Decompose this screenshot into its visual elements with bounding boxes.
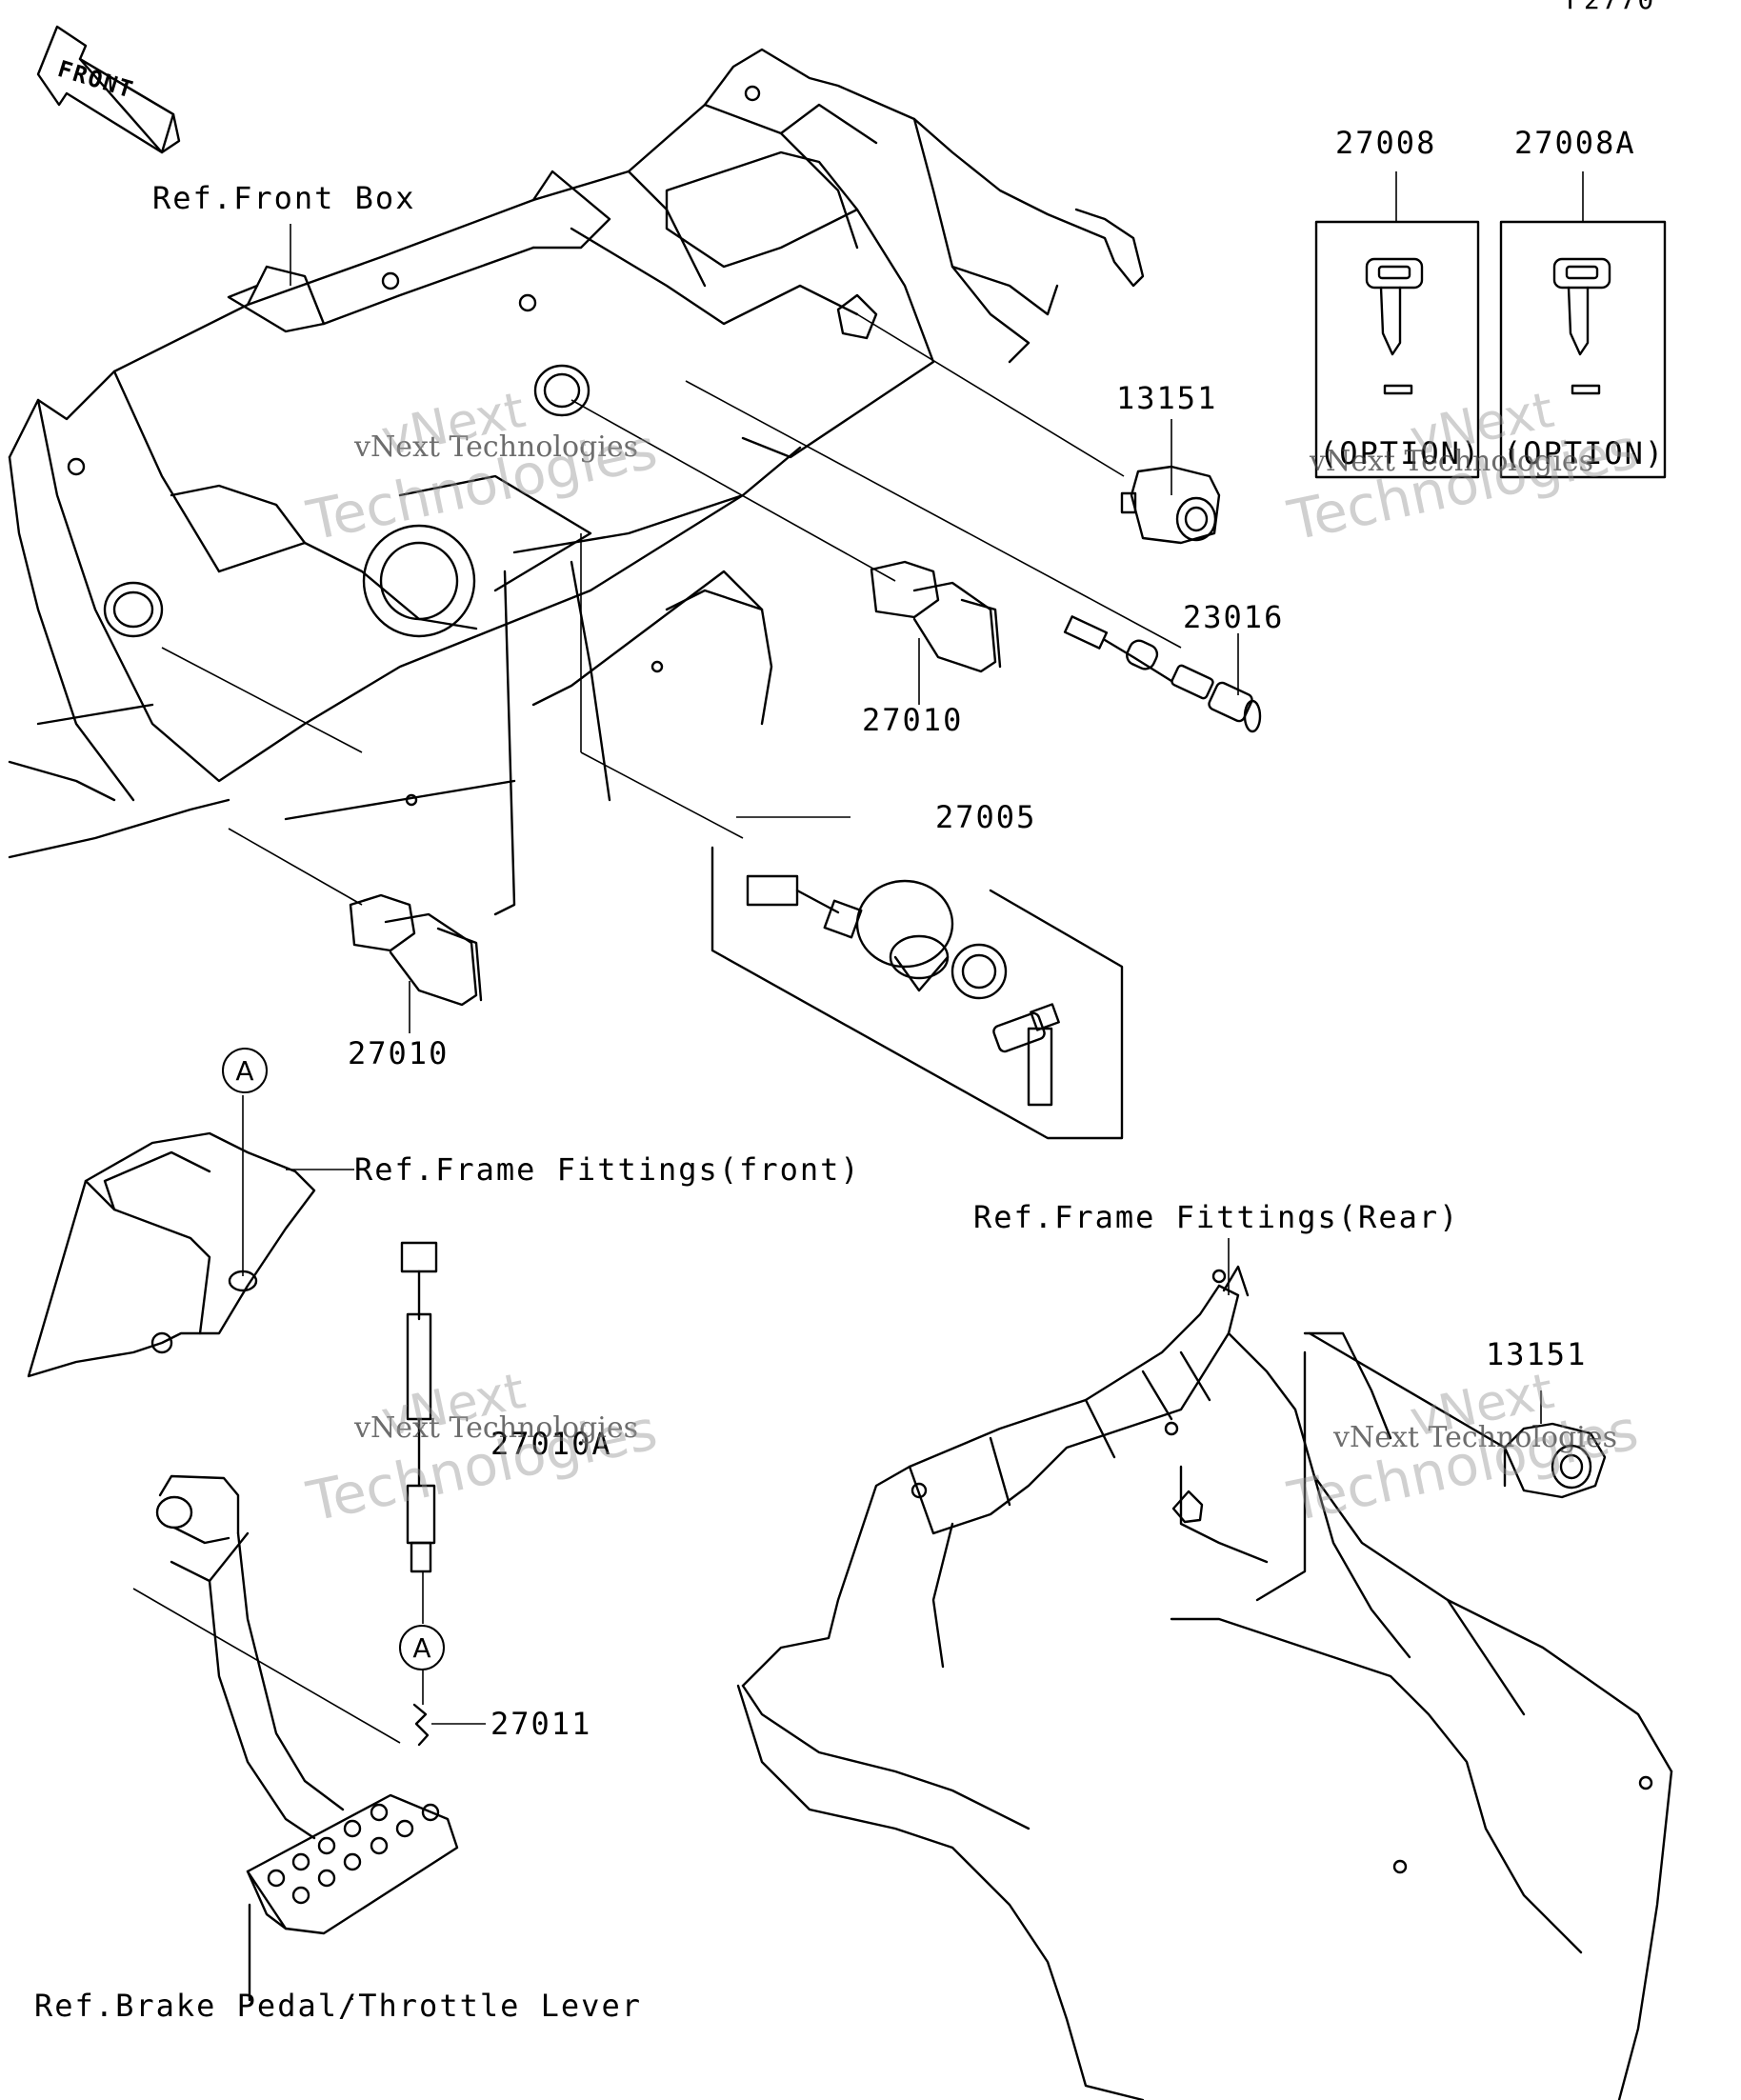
power-socket-part xyxy=(1503,1390,1607,1499)
brake-sensor-part xyxy=(132,1241,486,1747)
watermark-text: vNext Technologies xyxy=(1333,1421,1618,1454)
key-icon xyxy=(1552,257,1611,395)
power-socket-part xyxy=(1120,465,1221,545)
ref-frame-front-label: Ref.Frame Fittings(front) xyxy=(354,1151,861,1188)
part-number-27011: 27011 xyxy=(490,1706,592,1742)
rotary-switch-part xyxy=(870,560,1002,673)
part-number-27008: 27008 xyxy=(1335,125,1437,161)
watermark-text: vNext Technologies xyxy=(354,1411,639,1445)
option-key-boxes xyxy=(1314,171,1667,479)
watermark-text: vNext Technologies xyxy=(354,430,639,464)
part-number-13151: 13151 xyxy=(1116,380,1218,416)
part-number-27010: 27010 xyxy=(348,1035,450,1071)
watermark-text: vNext Technologies xyxy=(1310,445,1594,478)
marker-a: A xyxy=(399,1625,445,1670)
wire-harness-part xyxy=(1063,615,1262,733)
ref-brake-label: Ref.Brake Pedal/Throttle Lever xyxy=(34,1988,642,2024)
front-arrow-icon xyxy=(36,25,181,154)
part-number-13151: 13151 xyxy=(1486,1336,1588,1372)
part-number-27010: 27010 xyxy=(862,702,964,738)
part-number-27010a: 27010A xyxy=(490,1426,612,1462)
leader-lines-top xyxy=(161,224,1239,1033)
ref-front-box-label: Ref.Front Box xyxy=(152,180,416,216)
marker-a: A xyxy=(222,1048,268,1093)
rotary-switch-part xyxy=(349,893,483,1007)
front-box-panel xyxy=(8,48,1145,916)
part-number-27005: 27005 xyxy=(935,799,1037,835)
option-label: (OPTION) xyxy=(1319,435,1482,471)
part-number-27008a: 27008A xyxy=(1514,125,1636,161)
key-icon xyxy=(1365,257,1424,395)
ref-frame-rear-label: Ref.Frame Fittings(Rear) xyxy=(973,1199,1460,1235)
option-label: (OPTION) xyxy=(1503,435,1666,471)
brake-pedal-part xyxy=(155,1474,459,2002)
frame-bracket-part xyxy=(27,1095,354,1378)
ignition-switch-part xyxy=(710,816,1124,1140)
rear-frame-panel xyxy=(736,1238,1673,2100)
part-number-23016: 23016 xyxy=(1183,599,1285,635)
diagram-code: F2770 xyxy=(1566,0,1655,13)
